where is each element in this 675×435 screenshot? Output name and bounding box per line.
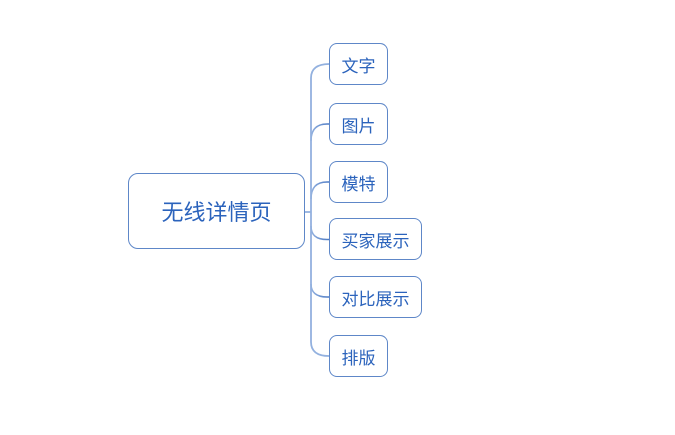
connector-branch-5 xyxy=(310,283,329,298)
connector-branch-4 xyxy=(310,225,329,241)
topic-label: 模特 xyxy=(341,174,376,194)
topic-label: 文字 xyxy=(341,56,376,76)
topic-label: 对比展示 xyxy=(341,289,410,309)
topic-layout[interactable]: 排版 xyxy=(329,335,388,377)
topic-label: 图片 xyxy=(341,116,376,136)
topic-image[interactable]: 图片 xyxy=(329,103,388,145)
topic-buyer-show[interactable]: 买家展示 xyxy=(329,218,422,260)
connector-branch-2 xyxy=(310,123,329,142)
topic-root-label: 无线详情页 xyxy=(161,200,272,225)
connector-trunk xyxy=(310,63,330,357)
topic-label: 买家展示 xyxy=(341,231,410,251)
connector-branch-3 xyxy=(310,181,329,200)
topic-root[interactable]: 无线详情页 xyxy=(128,173,305,249)
topic-text[interactable]: 文字 xyxy=(329,43,388,85)
topic-model[interactable]: 模特 xyxy=(329,161,388,203)
topic-label: 排版 xyxy=(341,348,376,368)
topic-compare-show[interactable]: 对比展示 xyxy=(329,276,422,318)
